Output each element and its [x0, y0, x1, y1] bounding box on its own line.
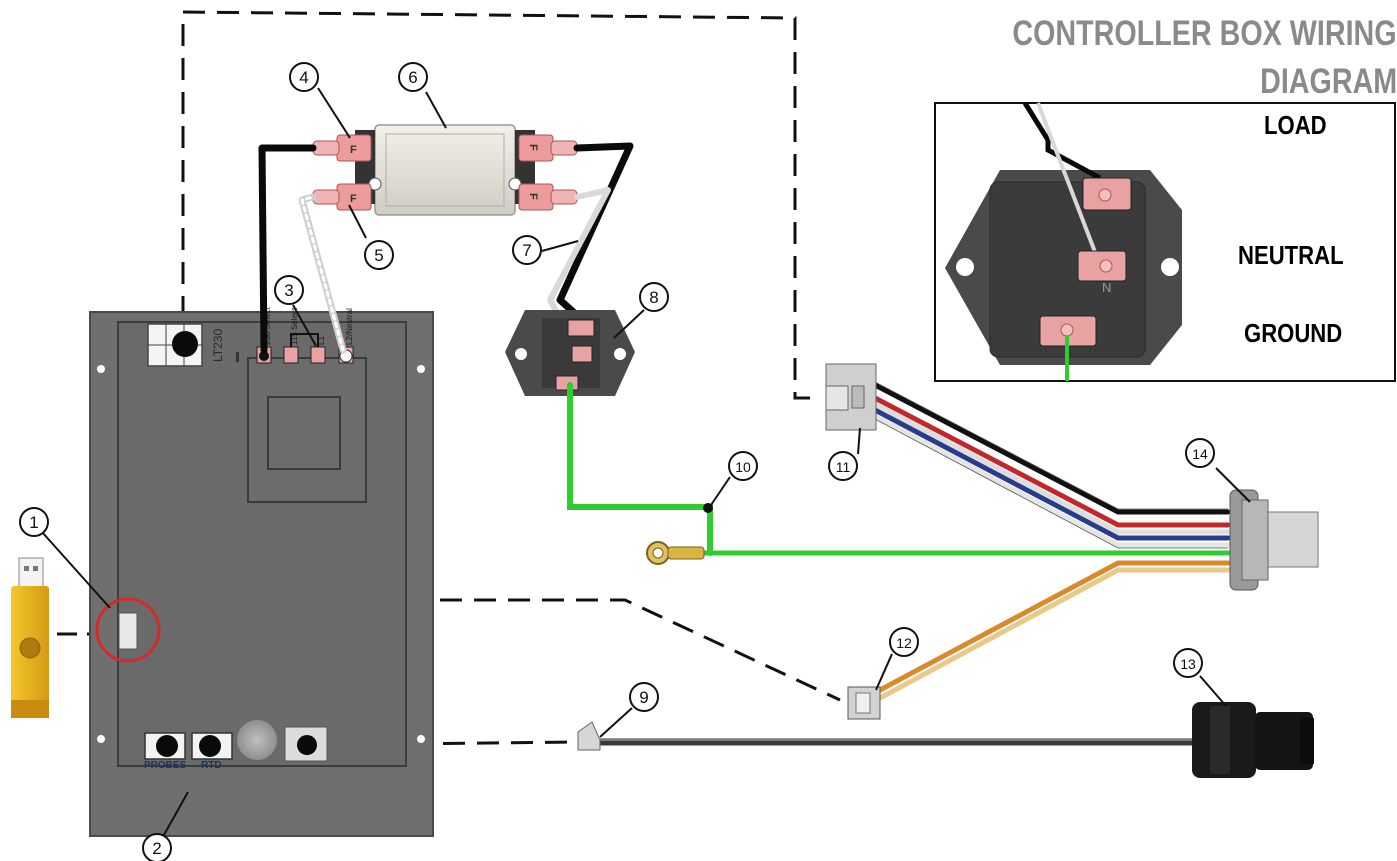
callout-8: 8: [639, 282, 669, 312]
ring-terminal: [646, 541, 705, 565]
jumper-label-115: 115 Select: [290, 307, 299, 345]
socket-terminal-letter-n: N: [1102, 280, 1111, 295]
callout-10: 10: [728, 451, 758, 481]
inset-panel: N: [934, 101, 1396, 382]
dashed-line-top: [181, 10, 810, 400]
svg-text:F: F: [527, 144, 539, 151]
callout-number: 12: [896, 635, 912, 651]
wire-black-board-to-fuse: [258, 144, 317, 354]
callout-12: 12: [889, 627, 919, 657]
board-header-label: LT230: [211, 329, 225, 362]
callout-6: 6: [398, 62, 428, 92]
fuse-top-right: F: [518, 134, 578, 162]
wire-black-fuse-to-socket: [556, 142, 634, 322]
fuses: F F F F: [312, 134, 578, 211]
callout-14: 14: [1185, 438, 1215, 468]
fuse-bottom-right: F: [518, 183, 578, 211]
rtd-port-label: RTD: [201, 760, 222, 771]
callout-3: 3: [274, 275, 304, 305]
usb-port-highlight: [95, 597, 161, 663]
jumper-label-l1: L1: [317, 336, 326, 345]
callout-9: 9: [629, 682, 659, 712]
jumper-label-230: 230 Select: [263, 306, 272, 345]
callout-number: 11: [836, 459, 851, 475]
bottom-connectors: PROBES RTD: [144, 720, 328, 771]
probes-port-label: PROBES: [144, 760, 187, 771]
connector-13: [1192, 702, 1314, 778]
callout-leaders: [41, 87, 1251, 843]
callout-2: 2: [142, 833, 172, 861]
svg-text:F: F: [350, 144, 357, 156]
harness-wire-outlines: [874, 381, 1228, 549]
callout-4: 4: [289, 62, 319, 92]
connector-11: [825, 363, 877, 431]
callout-number: 1: [29, 513, 38, 532]
callout-number: 5: [374, 246, 383, 265]
usb-stick: [11, 557, 49, 718]
fuse-top-left: F: [312, 134, 372, 162]
inset-label-ground: GROUND: [1244, 318, 1343, 348]
connector-12: [847, 686, 881, 720]
callout-number: 8: [649, 288, 658, 307]
svg-text:F: F: [350, 193, 357, 205]
ground-junction: [703, 503, 713, 513]
callout-number: 10: [735, 459, 751, 475]
callout-1: 1: [19, 507, 49, 537]
callout-13: 13: [1173, 648, 1203, 678]
callout-number: 9: [639, 688, 648, 707]
callout-7: 7: [512, 235, 542, 265]
inset-label-neutral: NEUTRAL: [1238, 240, 1344, 270]
fuse-bottom-left: F: [312, 183, 372, 211]
ground-wire-socket: [567, 382, 713, 556]
controller-board: LT230 230 Select 115 Select L1 L2/Neutra…: [89, 306, 434, 837]
power-socket: [505, 310, 635, 396]
callout-number: 7: [522, 241, 531, 260]
svg-text:F: F: [527, 193, 539, 200]
usb-port: [118, 612, 138, 650]
callout-number: 2: [152, 839, 161, 858]
diagram-title-line-1: CONTROLLER BOX WIRING: [1012, 14, 1397, 53]
wire-white-board-to-fuse-core: [300, 195, 345, 352]
callout-number: 13: [1180, 656, 1196, 672]
cable-9-13: [577, 721, 1195, 751]
diagram-title-line-2: DIAGRAM: [1259, 62, 1397, 101]
callout-number: 4: [299, 68, 308, 87]
callout-number: 3: [284, 281, 293, 300]
harness-wires: [872, 382, 1231, 701]
ground-wires: [567, 382, 1231, 556]
inset-label-load: LOAD: [1264, 110, 1327, 140]
callout-11: 11: [828, 451, 858, 481]
power-terminal-block: [147, 323, 203, 367]
callout-number: 14: [1192, 446, 1208, 462]
callout-5: 5: [364, 240, 394, 270]
connector-14: [1229, 489, 1319, 591]
callout-number: 6: [408, 68, 417, 87]
jumper-label-l2: L2/Neutral: [345, 308, 354, 345]
